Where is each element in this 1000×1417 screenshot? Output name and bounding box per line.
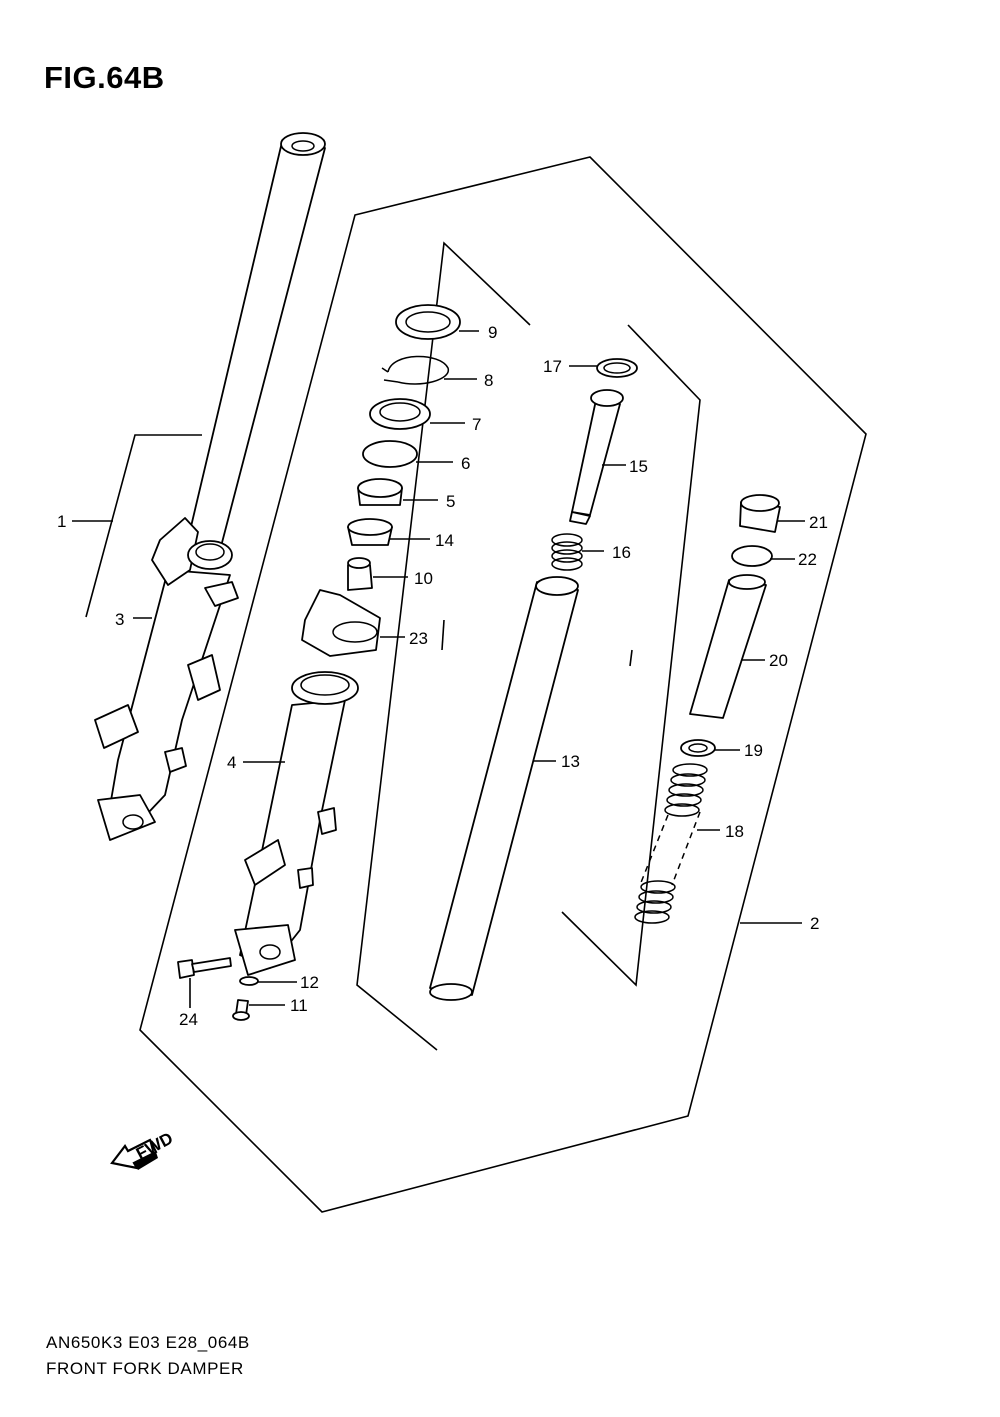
callout-22: 22 <box>798 550 817 569</box>
callout-1: 1 <box>57 512 66 531</box>
stopper-ring-8 <box>381 355 449 385</box>
callout-16: 16 <box>612 543 631 562</box>
plug-21 <box>739 494 781 533</box>
callout-13: 13 <box>561 752 580 771</box>
callout-18: 18 <box>725 822 744 841</box>
callout-numbers: 1 2 3 4 5 6 7 8 9 10 11 12 13 14 15 16 1… <box>57 323 828 1029</box>
bolt-11 <box>232 999 250 1021</box>
oil-lock-10 <box>347 557 373 591</box>
callout-6: 6 <box>461 454 470 473</box>
spring-16 <box>551 533 583 571</box>
callout-23: 23 <box>409 629 428 648</box>
outer-tube-left <box>94 517 239 841</box>
callout-2: 2 <box>810 914 819 933</box>
diagram-code: AN650K3 E03 E28_064B <box>46 1333 250 1352</box>
diagram-name: FRONT FORK DAMPER <box>46 1359 244 1378</box>
damper-rod-15 <box>569 389 624 525</box>
bracket-1-3 <box>85 434 202 618</box>
callout-24: 24 <box>179 1010 198 1029</box>
bushing-14 <box>347 518 393 546</box>
damper-tube-13 <box>429 576 579 1001</box>
oil-seal-7 <box>369 398 431 430</box>
callout-4: 4 <box>227 753 236 772</box>
bolt-24 <box>177 957 232 979</box>
washer-19 <box>680 739 716 757</box>
figure-title: FIG.64B <box>44 60 165 95</box>
callout-14: 14 <box>435 531 454 550</box>
washer-12 <box>239 976 259 986</box>
callout-10: 10 <box>414 569 433 588</box>
callout-15: 15 <box>629 457 648 476</box>
dust-cover-23 <box>301 589 381 657</box>
callout-12: 12 <box>300 973 319 992</box>
callout-21: 21 <box>809 513 828 532</box>
callout-11: 11 <box>290 996 308 1015</box>
dash-mark <box>629 649 633 667</box>
outer-tube-right <box>234 671 359 976</box>
washer-6 <box>362 440 418 468</box>
fork-spring-18 <box>634 763 708 924</box>
bushing-5 <box>357 478 403 506</box>
ring-17 <box>596 358 638 378</box>
callout-8: 8 <box>484 371 493 390</box>
dash-mark <box>441 619 445 651</box>
callout-19: 19 <box>744 741 763 760</box>
group-outline-13 <box>356 241 531 1051</box>
inner-tube <box>184 132 326 559</box>
spacer-20 <box>689 574 767 719</box>
callout-7: 7 <box>472 415 481 434</box>
fwd-arrow-icon: FWD <box>110 1129 176 1170</box>
callout-3: 3 <box>115 610 124 629</box>
callout-9: 9 <box>488 323 497 342</box>
leader-lines <box>72 330 805 1008</box>
callout-17: 17 <box>543 357 562 376</box>
oil-seal-9 <box>395 304 461 340</box>
callout-5: 5 <box>446 492 455 511</box>
o-ring-22 <box>731 545 773 567</box>
group-outline-15 <box>561 324 701 987</box>
callout-20: 20 <box>769 651 788 670</box>
group-outline-2 <box>139 156 867 1213</box>
